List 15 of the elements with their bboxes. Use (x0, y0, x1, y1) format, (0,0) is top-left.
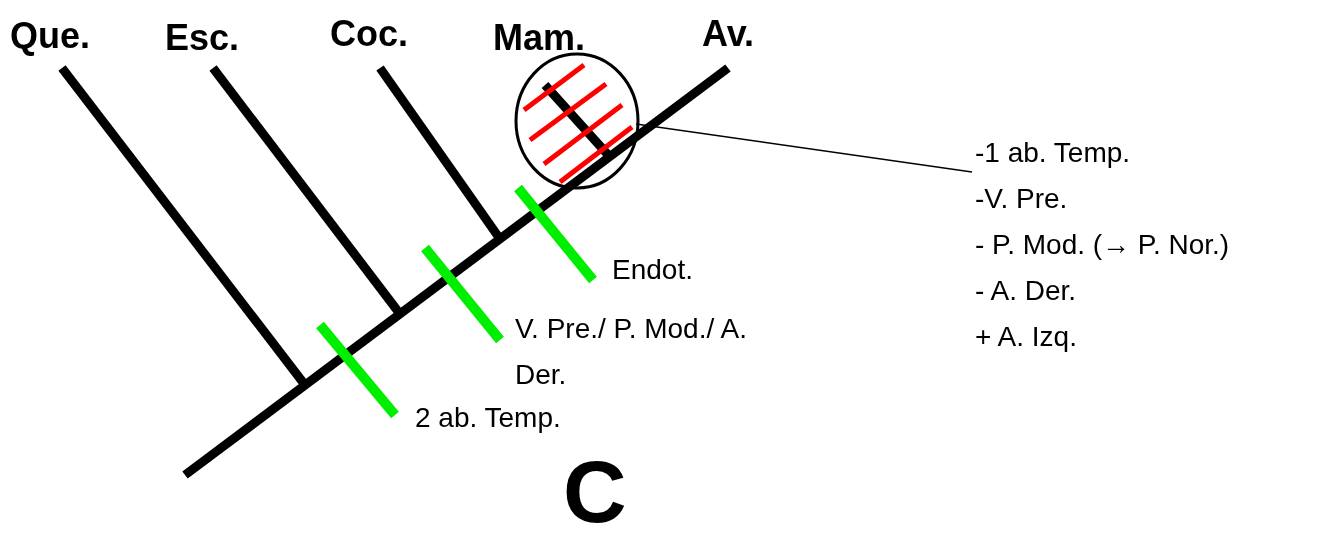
trait-note: - A. Der. (975, 274, 1078, 308)
trait-note: + A. Izq. (975, 320, 1078, 354)
taxon-label: Que. (10, 18, 90, 54)
trait-note: - P. Mod. (→ P. Nor.) (975, 228, 1230, 262)
trait-label: Endot. (612, 256, 693, 284)
trait-label: V. Pre./ P. Mod./ A. Der. (515, 312, 748, 392)
taxon-label: Coc. (330, 16, 408, 52)
panel-letter: C (563, 448, 627, 536)
taxon-label: Av. (702, 16, 754, 52)
taxon-label: Mam. (493, 20, 586, 56)
trait-label: 2 ab. Temp. (415, 404, 561, 432)
trait-note: -1 ab. Temp. (975, 136, 1132, 170)
trait-note: -V. Pre. (975, 182, 1069, 216)
leader-line (635, 123, 973, 173)
taxon-label: Esc. (165, 20, 240, 56)
